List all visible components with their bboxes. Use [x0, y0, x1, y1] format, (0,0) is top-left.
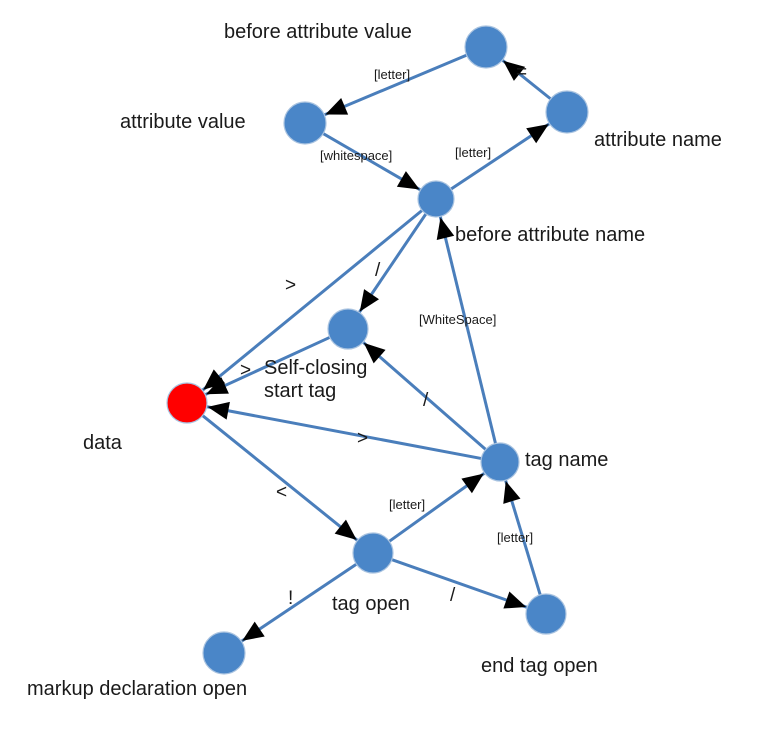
- edge-label-e11: <: [276, 482, 288, 503]
- edges-layer: [200, 53, 553, 644]
- state-node-before_attribute_name[interactable]: [417, 180, 455, 218]
- edge-arrowhead: [436, 217, 455, 240]
- edge-arrowhead: [503, 60, 526, 81]
- edge-arrowhead: [242, 621, 265, 641]
- edge-label-e7: [WhiteSpace]: [419, 312, 497, 327]
- state-label-before_attribute_name: before attribute name: [455, 224, 646, 246]
- state-node-tag_name[interactable]: [480, 442, 520, 482]
- edge-arrowhead: [461, 473, 484, 494]
- edge-label-e15: !: [288, 588, 294, 609]
- state-label-attribute_name: attribute name: [594, 129, 722, 151]
- state-node-attribute_name[interactable]: [545, 90, 589, 134]
- edge-line: [200, 413, 360, 543]
- state-node-attribute_value[interactable]: [283, 101, 327, 145]
- state-node-before_attribute_value[interactable]: [464, 25, 508, 69]
- edge-label-e2: =: [516, 62, 528, 83]
- edge-arrowhead: [207, 401, 230, 420]
- edge-label-e1: [letter]: [374, 67, 411, 82]
- edge-line: [205, 405, 483, 461]
- state-label-tag_name: tag name: [525, 449, 609, 471]
- state-label-attribute_value: attribute value: [120, 111, 246, 133]
- edge-label-e12: [letter]: [389, 497, 426, 512]
- edge-arrowhead: [503, 591, 527, 609]
- edge-label-e3: [whitespace]: [320, 148, 393, 163]
- edge-label-e5: /: [375, 260, 381, 281]
- edge-label-e13: /: [450, 585, 456, 606]
- edge-arrowhead: [325, 98, 349, 115]
- state-node-end_tag_open[interactable]: [525, 593, 567, 635]
- state-label-markup_declaration_open: markup declaration open: [27, 678, 248, 700]
- edge-label-e8: /: [423, 390, 429, 411]
- edge-arrowhead: [334, 519, 357, 540]
- edge-arrowhead: [526, 124, 549, 144]
- state-label-end_tag_open: end tag open: [481, 655, 598, 677]
- state-label-before_attribute_value: before attribute value: [224, 21, 412, 43]
- nodes-layer: [166, 25, 589, 675]
- edge-arrowhead: [359, 289, 379, 312]
- edge-line: [322, 53, 469, 117]
- edge-line: [239, 562, 359, 644]
- edge-arrowhead: [206, 377, 229, 395]
- edge-label-e9: >: [240, 360, 252, 381]
- edge-line: [361, 340, 488, 452]
- edge-line: [200, 208, 424, 393]
- state-node-self_closing_start_tag[interactable]: [327, 308, 369, 350]
- edge-line: [390, 557, 529, 610]
- edge-label-e10: >: [357, 428, 369, 449]
- state-label-self_closing_start_tag: Self-closing start tag: [264, 357, 368, 402]
- edge-line: [203, 335, 332, 397]
- state-node-data[interactable]: [166, 382, 208, 424]
- state-label-tag_open: tag open: [332, 593, 410, 615]
- edge-label-e14: [letter]: [497, 530, 534, 545]
- edge-label-e4: [letter]: [455, 145, 492, 160]
- edge-arrowhead: [503, 481, 521, 504]
- edge-arrowhead: [363, 342, 386, 364]
- state-node-tag_open[interactable]: [352, 532, 394, 574]
- edge-arrowhead: [396, 171, 420, 190]
- state-label-data: data: [83, 432, 122, 454]
- edge-line: [438, 215, 498, 445]
- state-node-markup_declaration_open[interactable]: [202, 631, 246, 675]
- edge-label-e6: >: [285, 275, 297, 296]
